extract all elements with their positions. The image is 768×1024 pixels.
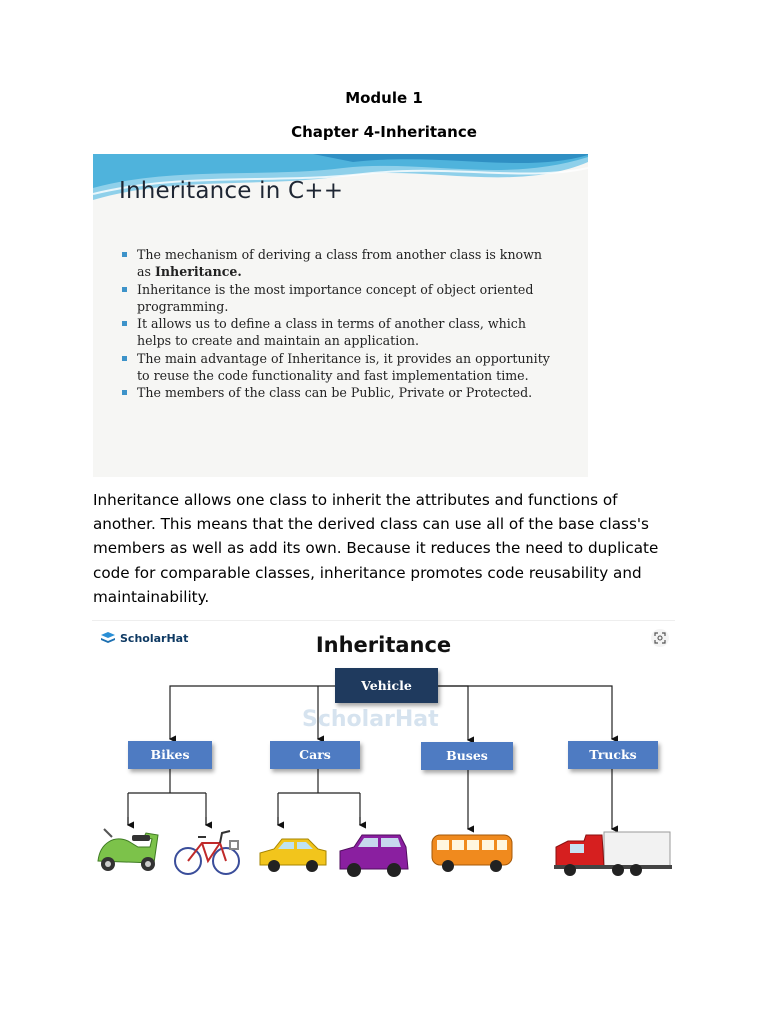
- slide-bullet-list: The mechanism of deriving a class from a…: [119, 246, 559, 402]
- visual-search-icon[interactable]: [651, 629, 669, 647]
- slide-bullet-item: The mechanism of deriving a class from a…: [119, 246, 559, 280]
- module-title: Module 1: [345, 89, 423, 107]
- slide-title: Inheritance in C++: [119, 178, 344, 204]
- bullet-marker-icon: [122, 321, 127, 326]
- slide-bullet-text: The mechanism of deriving a class from a…: [137, 247, 543, 279]
- slide-bullet-item: Inheritance is the most importance conce…: [119, 281, 559, 315]
- inheritance-diagram-image: ScholarHat Inheritance: [92, 620, 675, 879]
- watermark: ScholarHat: [302, 707, 439, 732]
- slide-bullet-text: Inheritance is the most importance conce…: [137, 281, 534, 314]
- bullet-marker-icon: [122, 252, 127, 257]
- vehicle-illustrations: [97, 828, 672, 877]
- brand-logo: ScholarHat: [100, 631, 188, 645]
- trucks-node: Trucks: [568, 741, 658, 769]
- hierarchy-connectors: [126, 685, 618, 833]
- scooter-icon: [97, 828, 159, 871]
- scan-icon: [654, 632, 666, 644]
- bullet-marker-icon: [122, 286, 127, 292]
- chapter-title: Chapter 4-Inheritance: [291, 123, 477, 141]
- slide-bullet-item: The members of the class can be Public, …: [119, 384, 559, 401]
- body-paragraph: Inheritance allows one class to inherit …: [93, 491, 659, 606]
- vehicle-node: Vehicle: [335, 668, 438, 703]
- buses-node: Buses: [421, 742, 513, 770]
- bus-icon: [431, 834, 513, 872]
- slide-wave-decoration: [93, 154, 588, 200]
- cars-node: Cars: [270, 741, 360, 769]
- diagram-title: Inheritance: [92, 633, 675, 657]
- yellow-car-icon: [259, 838, 327, 872]
- purple-suv-icon: [339, 834, 409, 877]
- slide-bullet-text: The members of the class can be Public, …: [137, 385, 533, 400]
- diagram-title-text: Inheritance: [315, 633, 452, 657]
- truck-icon: [554, 831, 672, 876]
- slide-bullet-item: The main advantage of Inheritance is, it…: [119, 350, 559, 384]
- inheritance-slide-image: Inheritance in C++ The mechanism of deri…: [93, 154, 588, 477]
- bicycle-icon: [174, 830, 240, 875]
- bullet-marker-icon: [122, 390, 127, 395]
- scholarhat-logo-icon: [101, 632, 115, 643]
- brand-name: ScholarHat: [120, 631, 189, 645]
- bikes-node: Bikes: [128, 741, 212, 769]
- bullet-marker-icon: [122, 355, 127, 361]
- slide-bullet-text: It allows us to define a class in terms …: [137, 316, 526, 348]
- slide-bullet-item: It allows us to define a class in terms …: [119, 315, 559, 349]
- slide-bullet-bold-text: Inheritance.: [154, 264, 242, 279]
- slide-bullet-text: The main advantage of Inheritance is, it…: [137, 350, 550, 383]
